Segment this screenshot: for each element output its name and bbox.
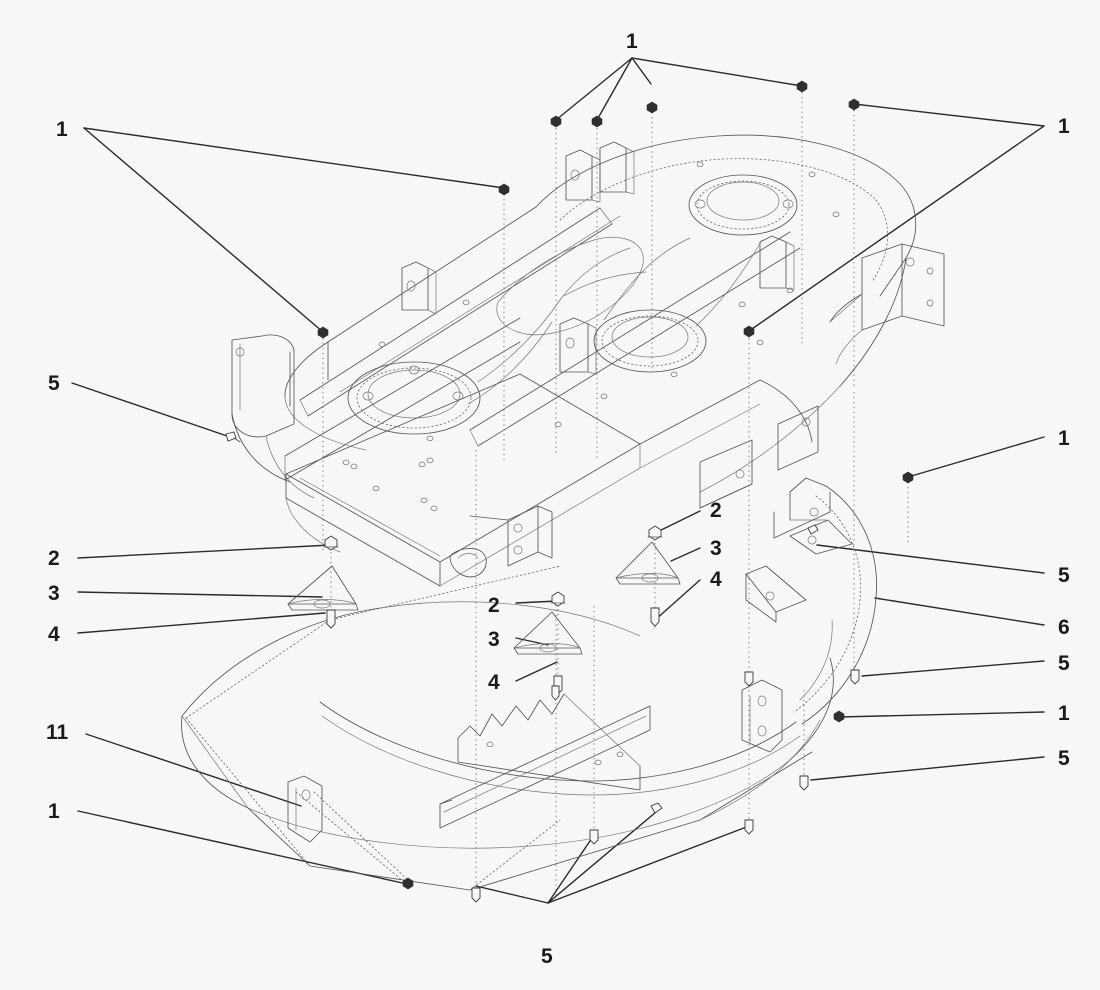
cone-baffle-parts (287, 541, 681, 655)
callout-4-left[interactable]: 4 (48, 623, 60, 646)
callout-3-center-upper[interactable]: 3 (710, 537, 722, 560)
callout-2-center-upper[interactable]: 2 (710, 499, 722, 522)
callout-4-center-lower[interactable]: 4 (488, 671, 500, 694)
screw-icon (225, 431, 860, 903)
fasteners (225, 80, 914, 903)
callout-2-center-lower[interactable]: 2 (488, 594, 500, 617)
flange-nut-icon (323, 525, 663, 607)
callout-5-right-lower[interactable]: 5 (1058, 747, 1070, 770)
callout-1-right-lower[interactable]: 1 (1058, 702, 1070, 725)
callout-5-left[interactable]: 5 (48, 372, 60, 395)
callout-4-center-upper[interactable]: 4 (710, 568, 722, 591)
callout-1-right-mid[interactable]: 1 (1058, 427, 1070, 450)
lower-deck-shell (181, 477, 877, 891)
bolt-head-icon (317, 80, 914, 890)
callout-5-right-mid[interactable]: 5 (1058, 652, 1070, 675)
callout-1-left-lower[interactable]: 1 (48, 800, 60, 823)
leader-lines (71, 57, 1045, 904)
callout-6-right[interactable]: 6 (1058, 616, 1070, 639)
upper-deck-shell (231, 134, 945, 499)
fastener-axes (322, 92, 909, 900)
callout-1-left-upper[interactable]: 1 (56, 118, 68, 141)
callout-5-right-upper[interactable]: 5 (1058, 564, 1070, 587)
callout-3-left[interactable]: 3 (48, 582, 60, 605)
deck-side-wall (284, 317, 819, 587)
callout-3-center-lower[interactable]: 3 (488, 628, 500, 651)
callout-5-bottom[interactable]: 5 (541, 945, 553, 968)
callout-1-right-upper[interactable]: 1 (1058, 115, 1070, 138)
callout-11-left[interactable]: 11 (46, 721, 69, 744)
callout-2-left[interactable]: 2 (48, 547, 60, 570)
callout-1-top[interactable]: 1 (626, 30, 638, 53)
